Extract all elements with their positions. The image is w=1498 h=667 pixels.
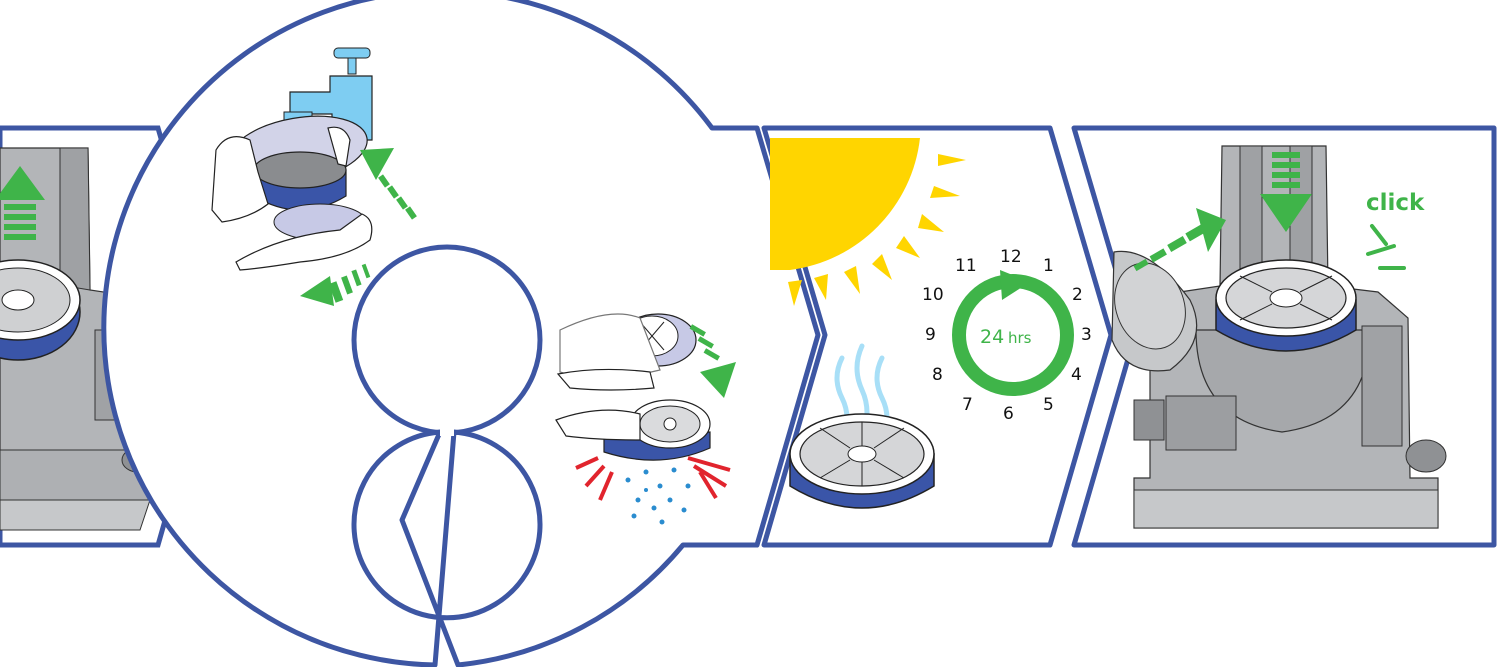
- clock-number: 6: [1003, 404, 1014, 424]
- clock-number: 3: [1081, 325, 1092, 345]
- duration-value: 24: [980, 326, 1004, 348]
- clock-number: 7: [962, 395, 973, 415]
- clock-number: 12: [1000, 247, 1022, 267]
- panel-wash-filter: [104, 0, 818, 665]
- clock-number: 10: [922, 285, 944, 305]
- clock-number: 1: [1043, 256, 1054, 276]
- clock-number: 5: [1043, 395, 1054, 415]
- clock-number: 9: [925, 325, 936, 345]
- clock-number: 4: [1071, 365, 1082, 385]
- duration-unit: hrs: [1008, 329, 1032, 347]
- panel-frame: [104, 0, 818, 665]
- clock-number: 8: [932, 365, 943, 385]
- filter-icon: [790, 414, 934, 508]
- clock-number: 11: [955, 256, 977, 276]
- clock-number: 2: [1072, 285, 1083, 305]
- panel-refit-filter: click: [1074, 128, 1494, 545]
- click-label: click: [1366, 190, 1425, 216]
- filter-icon: [1216, 260, 1356, 351]
